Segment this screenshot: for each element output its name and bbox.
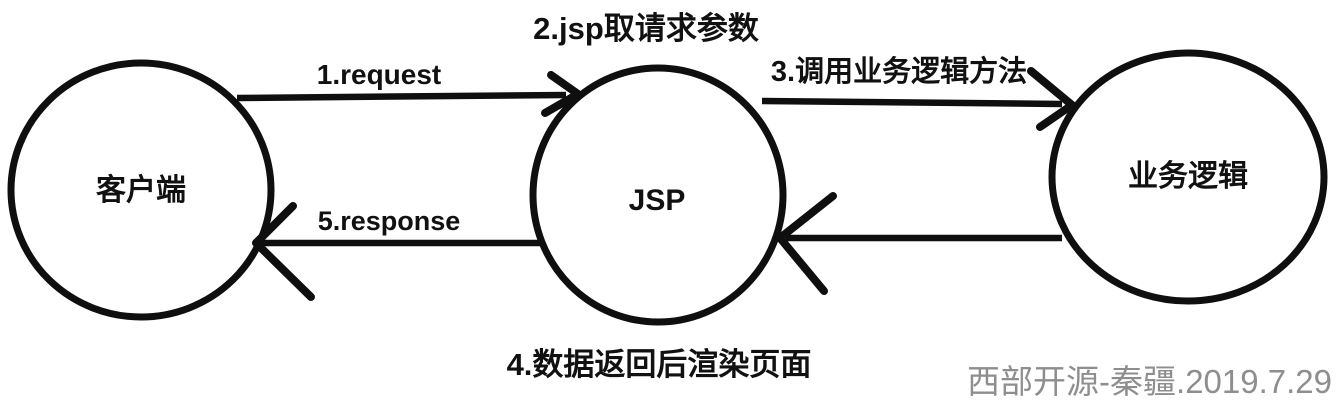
request-arrowhead-icon [541, 71, 582, 117]
response-arrowhead-icon [252, 202, 315, 301]
call-business-arrow: 3.调用业务逻辑方法 [761, 54, 1076, 131]
response-arrow: 5.response [252, 202, 543, 301]
data-return-arrow [776, 192, 1062, 295]
business-node-label: 业务逻辑 [1128, 160, 1248, 193]
step4-label: 4.数据返回后渲染页面 [507, 347, 812, 382]
business-node-circle [1048, 49, 1328, 305]
response-arrow-label: 5.response [318, 206, 461, 236]
client-node-circle [7, 59, 275, 321]
data-return-arrowhead-icon [776, 192, 837, 295]
step2-label: 2.jsp取请求参数 [533, 11, 759, 46]
call-business-arrow-shaft [761, 97, 1063, 108]
jsp-node-circle [529, 64, 787, 326]
call-business-arrow-label: 3.调用业务逻辑方法 [771, 54, 1027, 88]
watermark-text: 西部开源-秦疆.2019.7.29 [967, 363, 1332, 400]
call-business-arrowhead-icon [1027, 67, 1076, 131]
client-node: 客户端 [7, 59, 275, 321]
request-arrow: 1.request [236, 59, 582, 117]
jsp-node: JSP [529, 64, 787, 326]
jsp-node-label: JSP [629, 184, 686, 217]
request-arrow-shaft [236, 91, 567, 102]
business-node: 业务逻辑 [1048, 49, 1328, 305]
request-arrow-label: 1.request [317, 59, 442, 90]
client-node-label: 客户端 [96, 173, 186, 207]
